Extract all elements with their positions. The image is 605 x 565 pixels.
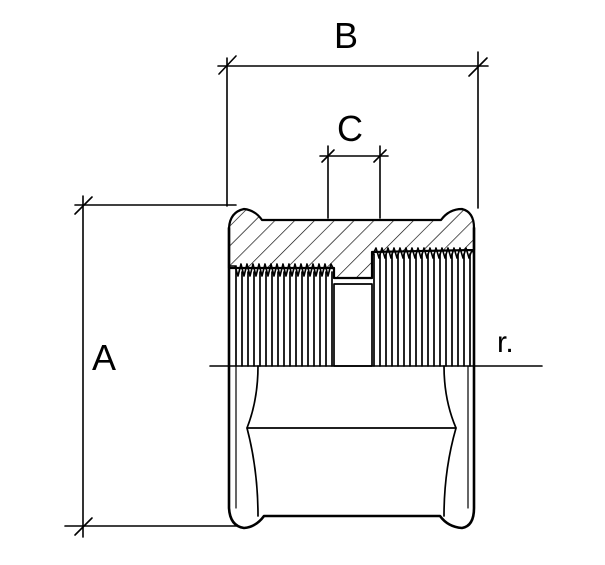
coupling-outer-body — [227, 226, 476, 530]
center-land — [333, 283, 373, 367]
label-b: B — [334, 15, 358, 56]
label-c: C — [337, 108, 363, 149]
dimension-a — [64, 195, 237, 538]
external-profile — [235, 365, 469, 517]
thread-crest-left — [228, 263, 335, 277]
dimension-c — [319, 145, 389, 219]
thread-lines-left — [235, 265, 333, 367]
label-r: r. — [497, 326, 514, 359]
thread-lines-right — [373, 253, 471, 367]
dimension-b — [217, 51, 489, 209]
label-a: A — [92, 337, 116, 378]
